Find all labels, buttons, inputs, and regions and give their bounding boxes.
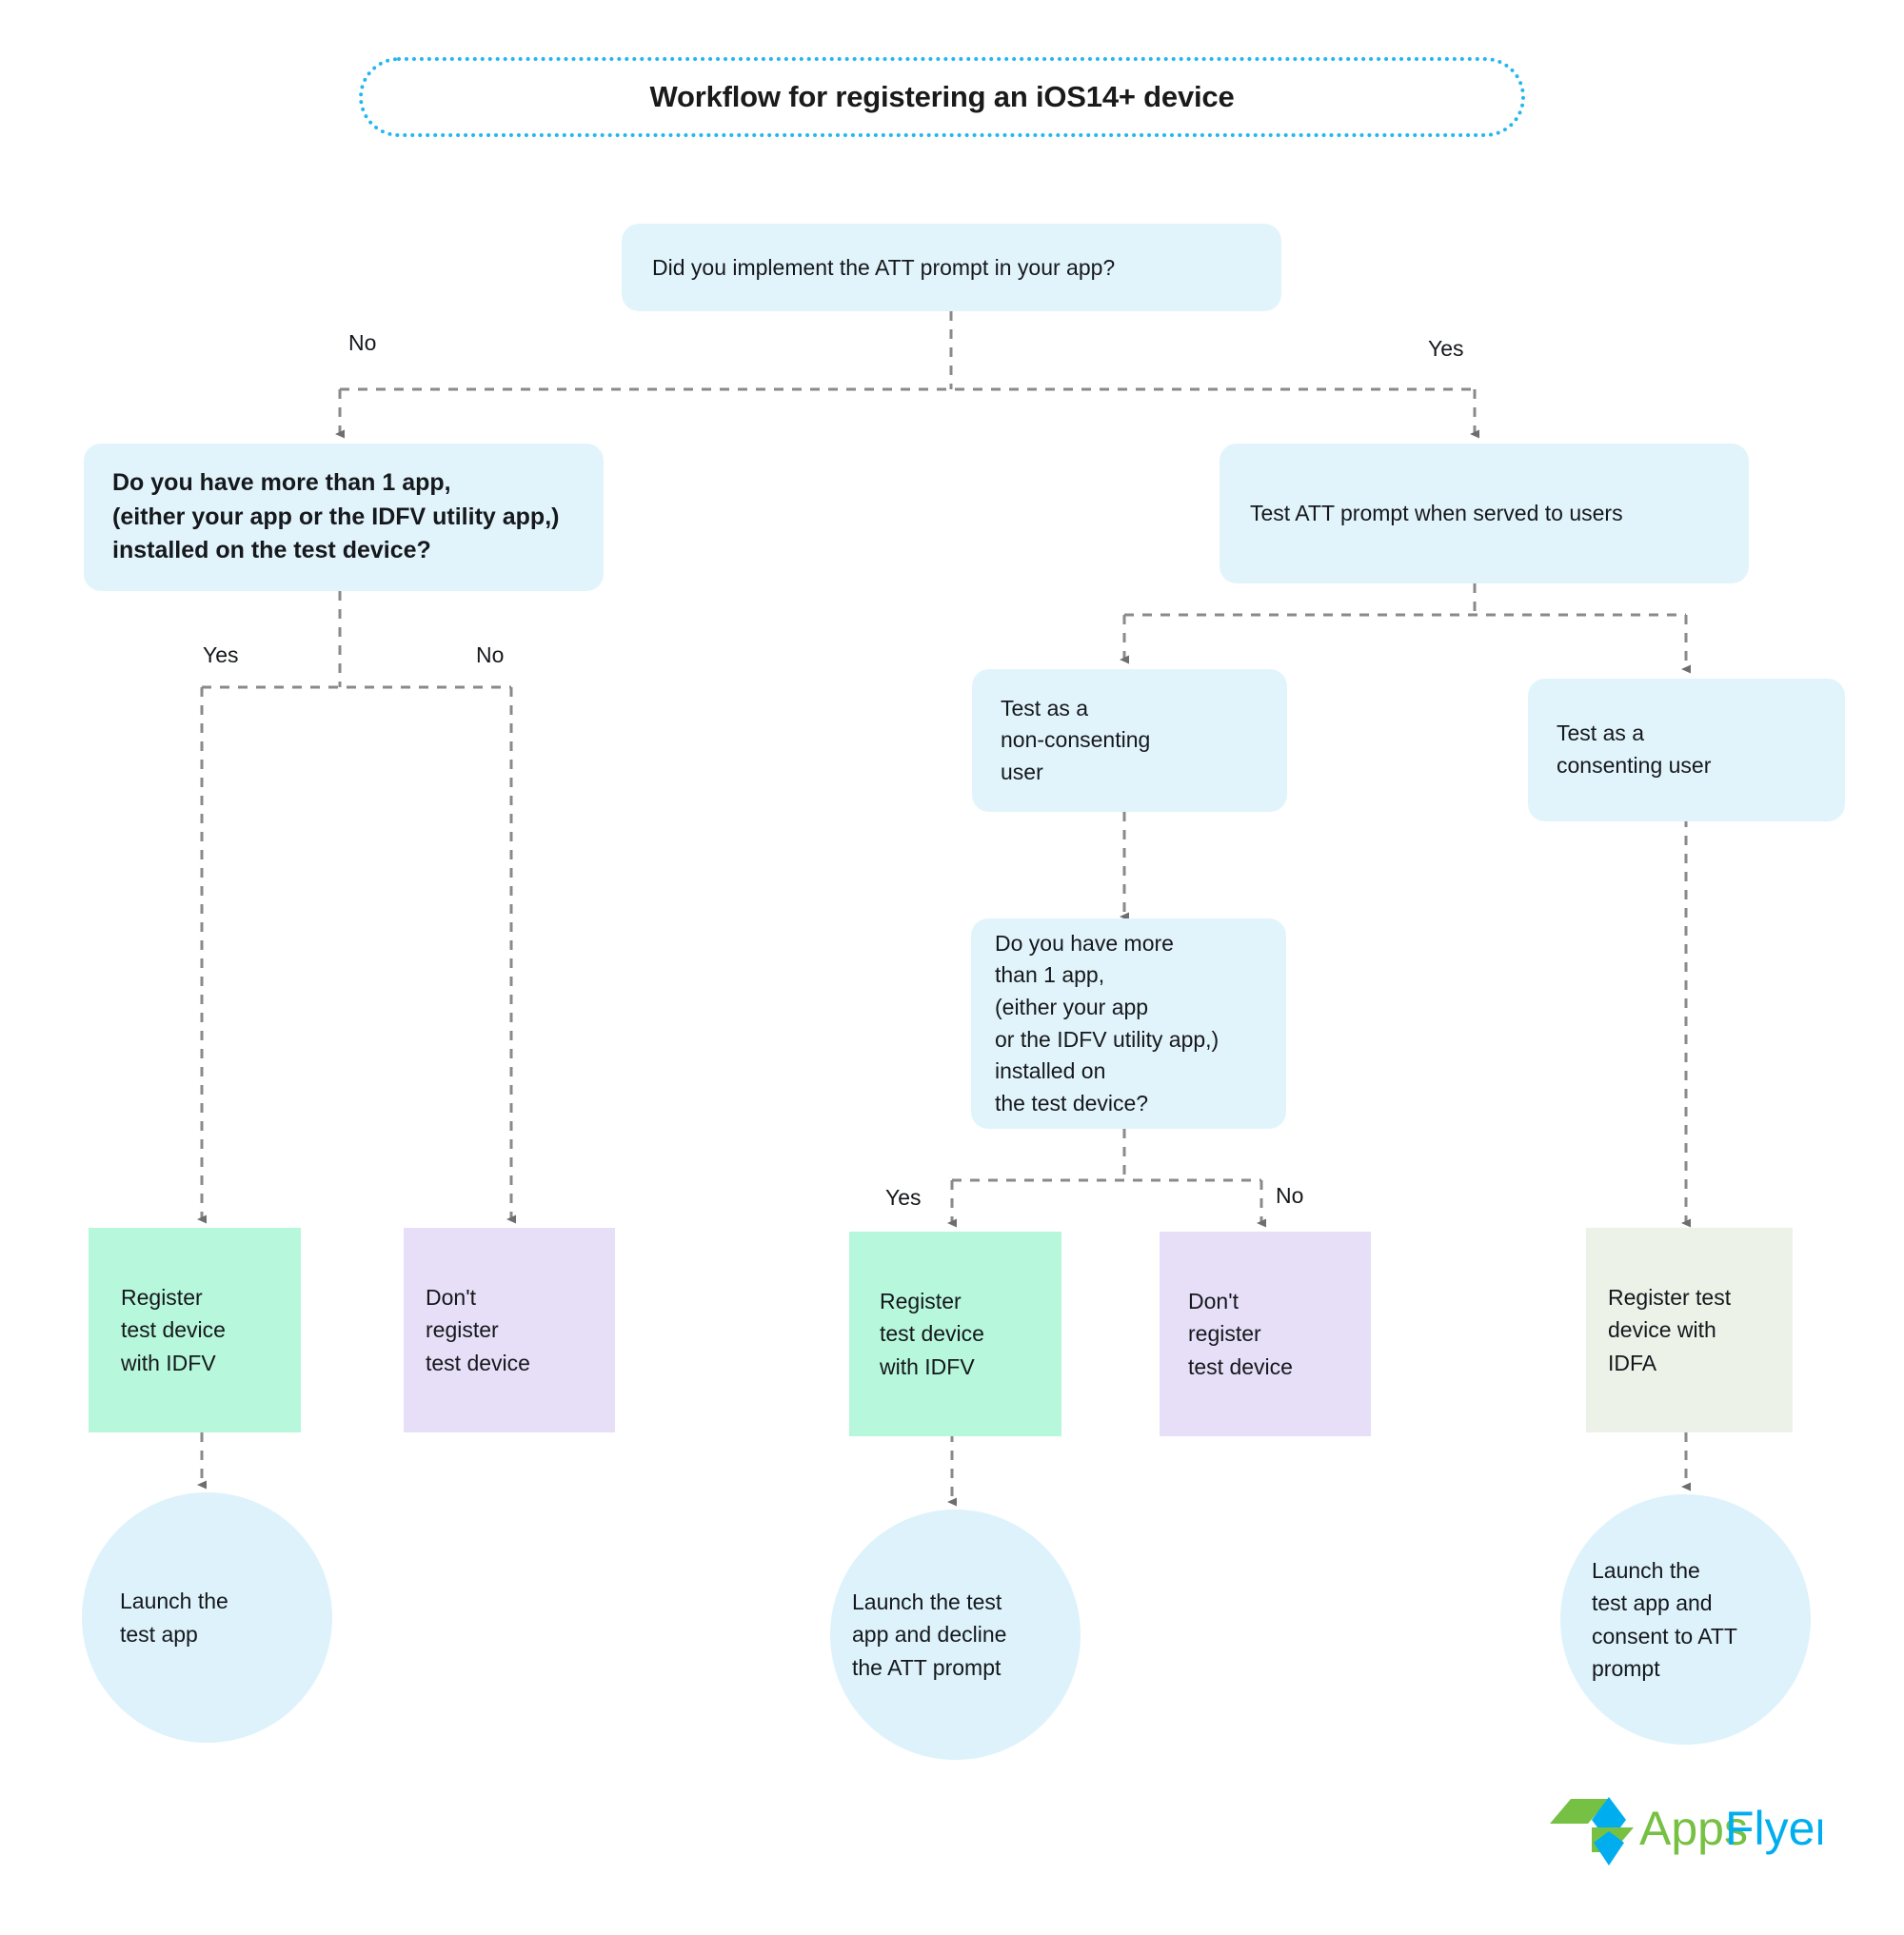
appsflyer-logo: Apps Flyer bbox=[1550, 1797, 1822, 1866]
node-mid-register-idfv[interactable]: Register test device with IDFV bbox=[849, 1232, 1061, 1436]
edge-label-left-no: No bbox=[476, 642, 505, 667]
node-left-question-label: Do you have more than 1 app, (either you… bbox=[112, 469, 560, 564]
node-mid-dont-register[interactable]: Don't register test device bbox=[1160, 1232, 1371, 1436]
node-right-register-idfa-label: Register test device with IDFA bbox=[1608, 1284, 1732, 1375]
page-title: Workflow for registering an iOS14+ devic… bbox=[649, 80, 1235, 113]
node-test-att-prompt[interactable]: Test ATT prompt when served to users bbox=[1220, 444, 1749, 583]
node-test-consenting-label: Test as a consenting user bbox=[1557, 721, 1712, 778]
node-test-non-consenting[interactable]: Test as a non-consenting user bbox=[972, 669, 1287, 812]
node-mid-launch-label: Launch the test app and decline the ATT … bbox=[852, 1589, 1007, 1680]
node-right-launch-circle[interactable]: Launch the test app and consent to ATT p… bbox=[1560, 1494, 1811, 1745]
node-left-question[interactable]: Do you have more than 1 app, (either you… bbox=[84, 444, 604, 591]
node-left-dont-register-label: Don't register test device bbox=[426, 1284, 530, 1375]
node-root-question-label: Did you implement the ATT prompt in your… bbox=[652, 254, 1116, 280]
edge-label-left-yes: Yes bbox=[203, 642, 239, 667]
node-mid-question[interactable]: Do you have more than 1 app, (either you… bbox=[971, 918, 1286, 1129]
appsflyer-wordmark-flyer: Flyer bbox=[1725, 1802, 1822, 1855]
node-test-att-prompt-label: Test ATT prompt when served to users bbox=[1250, 501, 1623, 526]
node-left-register-idfv[interactable]: Register test device with IDFV bbox=[89, 1228, 301, 1432]
node-mid-register-idfv-label: Register test device with IDFV bbox=[880, 1288, 984, 1379]
node-test-consenting[interactable]: Test as a consenting user bbox=[1528, 679, 1845, 821]
node-mid-launch-circle[interactable]: Launch the test app and decline the ATT … bbox=[830, 1510, 1081, 1760]
node-left-register-idfv-label: Register test device with IDFV bbox=[121, 1284, 226, 1375]
page-title-pill: Workflow for registering an iOS14+ devic… bbox=[359, 57, 1525, 137]
edge-label-mid-yes: Yes bbox=[885, 1185, 922, 1210]
node-left-launch-label: Launch the test app bbox=[120, 1589, 228, 1647]
node-test-non-consenting-label: Test as a non-consenting user bbox=[1001, 695, 1151, 784]
edge-label-mid-no: No bbox=[1276, 1183, 1304, 1208]
edge-label-root-yes: Yes bbox=[1428, 336, 1464, 361]
node-right-register-idfa[interactable]: Register test device with IDFA bbox=[1586, 1228, 1793, 1432]
node-right-launch-label: Launch the test app and consent to ATT p… bbox=[1592, 1557, 1737, 1682]
node-mid-dont-register-label: Don't register test device bbox=[1188, 1288, 1293, 1379]
appsflyer-wordmark-apps: Apps bbox=[1639, 1802, 1748, 1855]
appsflyer-mark-icon bbox=[1550, 1797, 1634, 1866]
node-left-dont-register[interactable]: Don't register test device bbox=[404, 1228, 615, 1432]
edge-label-root-no: No bbox=[348, 330, 377, 355]
node-root-question[interactable]: Did you implement the ATT prompt in your… bbox=[622, 224, 1281, 311]
node-left-launch-circle[interactable]: Launch the test app bbox=[82, 1492, 332, 1743]
node-mid-question-label: Do you have more than 1 app, (either you… bbox=[995, 930, 1220, 1116]
